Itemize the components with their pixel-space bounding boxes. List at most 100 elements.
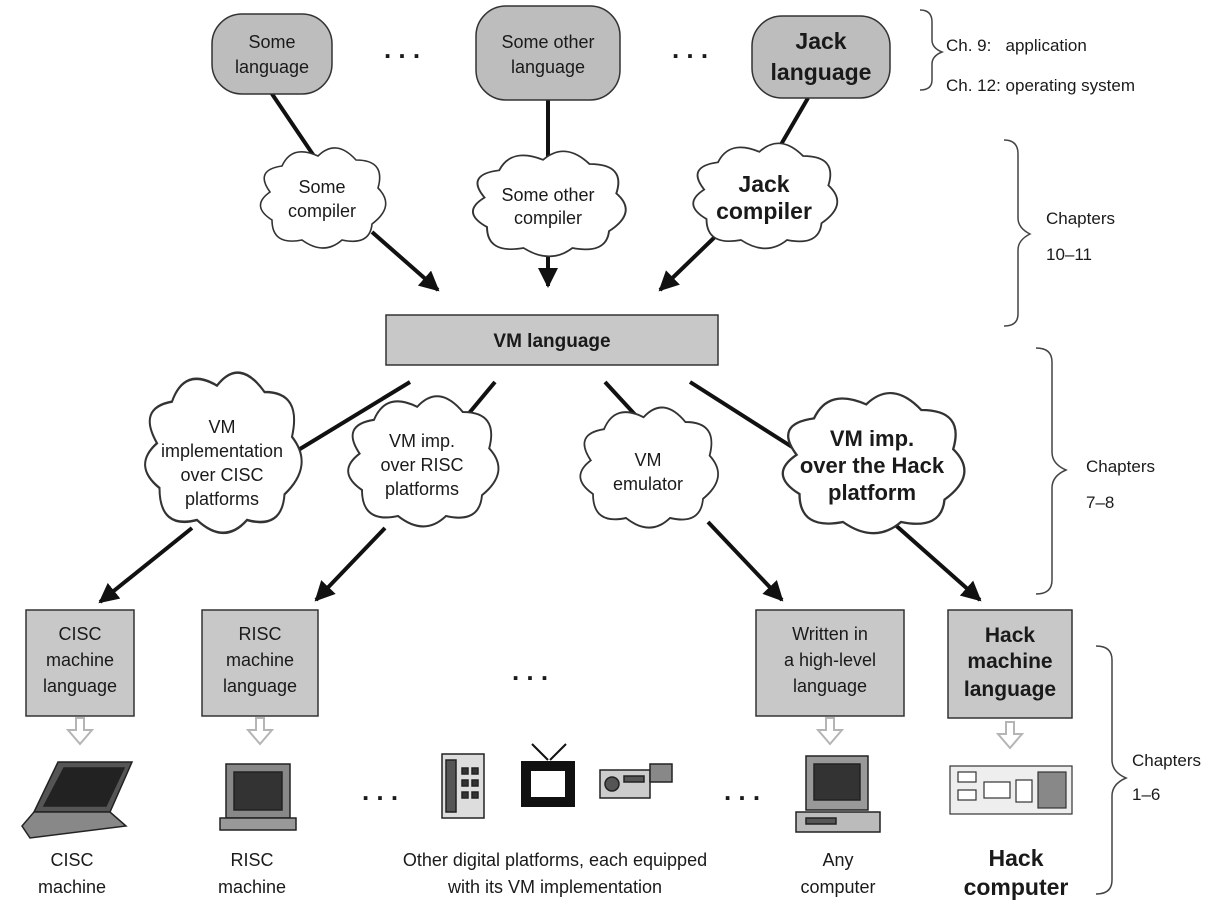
highlevel-ml-line-2: a high-level	[784, 650, 876, 670]
arrow-some-compiler-to-vm	[370, 230, 440, 292]
platform-risc-line-2: machine	[218, 877, 286, 897]
some-language-box	[211, 13, 333, 95]
vm-implementations	[144, 371, 966, 535]
platform-other-line-1: Other digital platforms, each equipped	[403, 850, 707, 870]
hack-ml-box	[947, 609, 1073, 719]
risc-impl-line-2: over RISC	[380, 455, 463, 475]
some-compiler-cloud	[259, 147, 387, 249]
jack-compiler-line-1: Jack	[738, 171, 789, 197]
highlevel-ml-box	[755, 609, 905, 717]
cisc-impl-line-4: platforms	[185, 489, 259, 509]
chapter-top-line-2: Ch. 12: operating system	[946, 76, 1135, 95]
risc-ml-line-3: language	[223, 676, 297, 696]
arrow-jack-compiler-to-vm	[658, 230, 722, 292]
ellipsis-middle: . . .	[512, 656, 548, 686]
emulator-cloud	[579, 406, 719, 529]
hack-ml-line-1: Hack	[985, 624, 1036, 647]
ellipsis-bottom-right: . . .	[724, 776, 760, 806]
hollow-arrow-cisc	[65, 717, 95, 746]
telephone-icon	[441, 753, 485, 819]
other-language-line-1: Some other	[501, 32, 594, 52]
arrow-emulator-to-highlevel	[706, 520, 784, 602]
ellipsis-top-left: . . .	[384, 34, 420, 64]
jack-compiler-cloud	[692, 142, 839, 250]
chapter-braces	[919, 9, 1128, 895]
svg-text:Other digital platforms, each: Other digital platforms, each equipped wi…	[403, 850, 707, 897]
edge-some-language-to-compiler	[266, 86, 320, 164]
chapter-vm-line-1: Chapters	[1086, 457, 1155, 476]
chapter-top-line-1: Ch. 9: application	[946, 36, 1087, 55]
other-compiler-cloud	[472, 150, 627, 258]
cisc-impl-line-3: over CISC	[180, 465, 263, 485]
hollow-arrow-risc	[245, 717, 275, 746]
some-language-line-1: Some	[248, 32, 295, 52]
chapter-hardware-line-1: Chapters	[1132, 751, 1201, 770]
television-icon	[521, 743, 575, 807]
cisc-impl-line-2: implementation	[161, 441, 283, 461]
ellipsis-bottom-left: . . .	[362, 776, 398, 806]
cisc-ml-line-1: CISC	[58, 624, 101, 644]
cisc-ml-line-3: language	[43, 676, 117, 696]
chapter-compilers-line-2: 10–11	[1046, 245, 1092, 264]
cisc-impl-line-1: VM	[209, 417, 236, 437]
brace-vm	[1035, 347, 1068, 595]
hollow-arrow-hack	[995, 721, 1025, 750]
risc-ml-line-2: machine	[226, 650, 294, 670]
compilers	[259, 142, 839, 258]
chapter-vm-line-2: 7–8	[1086, 493, 1114, 512]
risc-ml-line-1: RISC	[238, 624, 281, 644]
highlevel-ml-line-3: language	[793, 676, 867, 696]
chapter-hardware-line-2: 1–6	[1132, 785, 1160, 804]
some-compiler-line-1: Some	[298, 177, 345, 197]
risc-impl-line-3: platforms	[385, 479, 459, 499]
platform-cisc-line-2: machine	[38, 877, 106, 897]
vm-language-box	[385, 314, 719, 366]
highlevel-ml-line-1: Written in	[792, 624, 868, 644]
platform-any-line-2: computer	[800, 877, 875, 897]
risc-ml-box	[201, 609, 319, 717]
other-language-box	[475, 5, 621, 101]
brace-hardware	[1095, 645, 1128, 895]
platform-other-line-2: with its VM implementation	[447, 877, 662, 897]
cisc-ml-box	[25, 609, 135, 717]
pc-computer-icon	[795, 755, 881, 833]
platform-cisc-line-1: CISC	[50, 850, 93, 870]
platform-any-line-1: Any	[822, 850, 853, 870]
arrow-hack-impl-to-hack-ml	[890, 520, 982, 602]
hack-impl-line-2: over the Hack	[800, 453, 945, 478]
other-compiler-line-2: compiler	[514, 208, 582, 228]
hack-impl-cloud	[781, 391, 966, 535]
hollow-arrows	[65, 717, 1025, 750]
hack-impl-line-1: VM imp.	[830, 426, 914, 451]
jack-language-box	[751, 15, 891, 99]
hack-ml-line-3: language	[964, 678, 1056, 701]
arrow-risc-impl-to-risc-ml	[314, 526, 387, 602]
brace-top	[919, 9, 945, 91]
hack-impl-line-3: platform	[828, 480, 916, 505]
platform-hack-line-1: Hack	[989, 845, 1044, 871]
connectors	[98, 86, 982, 604]
